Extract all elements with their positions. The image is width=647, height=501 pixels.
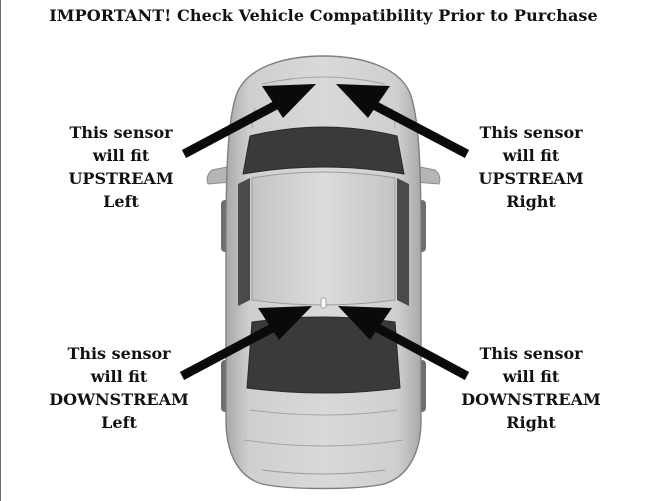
label-downstream-right: This sensor will fit DOWNSTREAM Right: [446, 342, 616, 434]
trunk-line: [249, 409, 398, 416]
windshield: [242, 126, 405, 175]
label-line: This sensor: [69, 123, 173, 142]
arrow-shaft: [371, 322, 470, 380]
label-side: Left: [101, 413, 137, 432]
label-position: UPSTREAM: [478, 169, 584, 188]
arrow-shaft: [181, 100, 281, 158]
antenna: [320, 297, 327, 309]
rear-window: [246, 316, 401, 394]
car-roof: [251, 171, 396, 306]
label-upstream-right: This sensor will fit UPSTREAM Right: [446, 121, 616, 213]
arrow-downstream-left: [179, 306, 312, 380]
label-line: will fit: [502, 146, 560, 165]
left-border-line: [0, 0, 1, 501]
label-upstream-left: This sensor will fit UPSTREAM Left: [36, 121, 206, 213]
arrow-upstream-right: [336, 84, 470, 158]
hood-line: [261, 76, 386, 85]
right-mirror: [414, 165, 441, 185]
label-line: will fit: [92, 146, 150, 165]
label-line: will fit: [502, 367, 560, 386]
label-line: This sensor: [479, 344, 583, 363]
label-position: UPSTREAM: [68, 169, 174, 188]
arrow-shaft: [369, 100, 470, 158]
label-side: Right: [506, 413, 556, 432]
label-downstream-left: This sensor will fit DOWNSTREAM Left: [34, 342, 204, 434]
label-side: Right: [506, 192, 556, 211]
arrow-downstream-right: [338, 306, 470, 380]
arrow-shaft: [179, 322, 279, 380]
arrow-icon: [258, 306, 312, 340]
left-side-window: [238, 178, 250, 306]
right-side-window: [397, 178, 409, 306]
label-side: Left: [103, 192, 139, 211]
label-line: This sensor: [67, 344, 171, 363]
car-top-view-icon: [206, 55, 441, 490]
arrow-upstream-left: [181, 84, 316, 158]
left-mirror: [206, 165, 233, 185]
label-position: DOWNSTREAM: [49, 390, 189, 409]
label-line: will fit: [90, 367, 148, 386]
label-line: This sensor: [479, 123, 583, 142]
arrow-icon: [338, 306, 392, 340]
page-title: IMPORTANT! Check Vehicle Compatibility P…: [49, 6, 598, 25]
label-position: DOWNSTREAM: [461, 390, 601, 409]
arrow-icon: [336, 84, 390, 118]
arrow-icon: [262, 84, 316, 118]
